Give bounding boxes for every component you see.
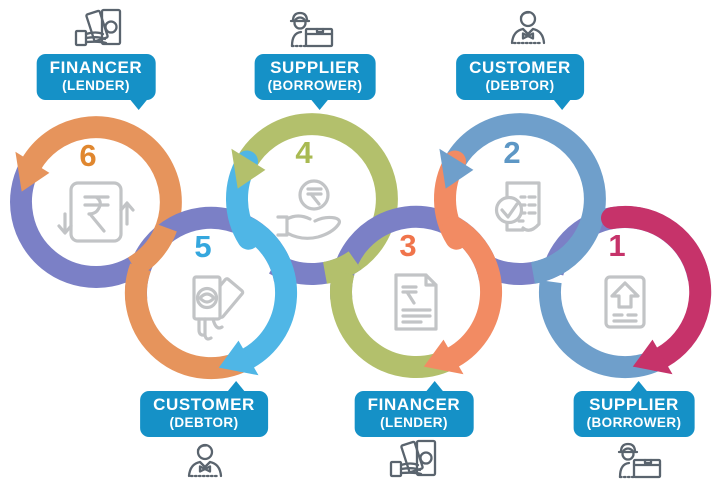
- label-sub: (LENDER): [380, 415, 448, 430]
- pointer-triangle: [227, 381, 245, 392]
- label-supplier-borrower-bottom: SUPPLIER (BORROWER): [573, 381, 695, 437]
- cash-in-hand-icon: [74, 8, 122, 47]
- pointer-triangle: [553, 99, 572, 110]
- label-sub: (BORROWER): [586, 415, 682, 430]
- step-number-6: 6: [79, 138, 96, 173]
- label-role: FINANCER: [367, 395, 461, 414]
- pointer-triangle: [310, 99, 329, 110]
- money-cards-in-hand-icon: [192, 275, 245, 341]
- label-financer-lender-top: FINANCER (LENDER): [36, 54, 156, 110]
- approved-checklist-icon: [494, 181, 541, 232]
- businessman-icon: [510, 10, 546, 45]
- upload-document-icon: [604, 275, 646, 329]
- label-sub: (DEBTOR): [169, 415, 239, 430]
- rupee-coin-in-hand-icon: [276, 179, 342, 240]
- label-sub: (LENDER): [62, 78, 130, 93]
- label-customer-debtor-bottom: CUSTOMER (DEBTOR): [140, 381, 268, 437]
- label-role: CUSTOMER: [153, 395, 255, 414]
- pointer-triangle: [425, 381, 444, 392]
- label-role: SUPPLIER: [589, 395, 679, 414]
- label-customer-debtor-top: CUSTOMER (DEBTOR): [456, 54, 584, 110]
- rupee-invoice-icon: [394, 273, 438, 331]
- label-sub: (BORROWER): [267, 78, 363, 93]
- label-supplier-borrower-top: SUPPLIER (BORROWER): [254, 54, 376, 110]
- currency-exchange-document-icon: [57, 181, 135, 243]
- label-sub: (DEBTOR): [485, 78, 555, 93]
- step-number-4: 4: [295, 135, 313, 170]
- label-role: SUPPLIER: [270, 58, 360, 77]
- worker-with-package-icon: [289, 11, 334, 48]
- worker-with-package-icon: [617, 442, 662, 479]
- pointer-triangle: [129, 99, 148, 110]
- step-number-3: 3: [399, 228, 416, 263]
- label-role: CUSTOMER: [469, 58, 571, 77]
- step-number-5: 5: [194, 229, 211, 264]
- pointer-triangle: [629, 381, 648, 392]
- businessman-icon: [187, 443, 223, 478]
- cash-in-hand-icon: [389, 439, 437, 478]
- step-number-1: 1: [608, 228, 625, 263]
- label-role: FINANCER: [49, 58, 143, 77]
- label-financer-lender-bottom: FINANCER (LENDER): [354, 381, 474, 437]
- step-number-2: 2: [503, 135, 520, 170]
